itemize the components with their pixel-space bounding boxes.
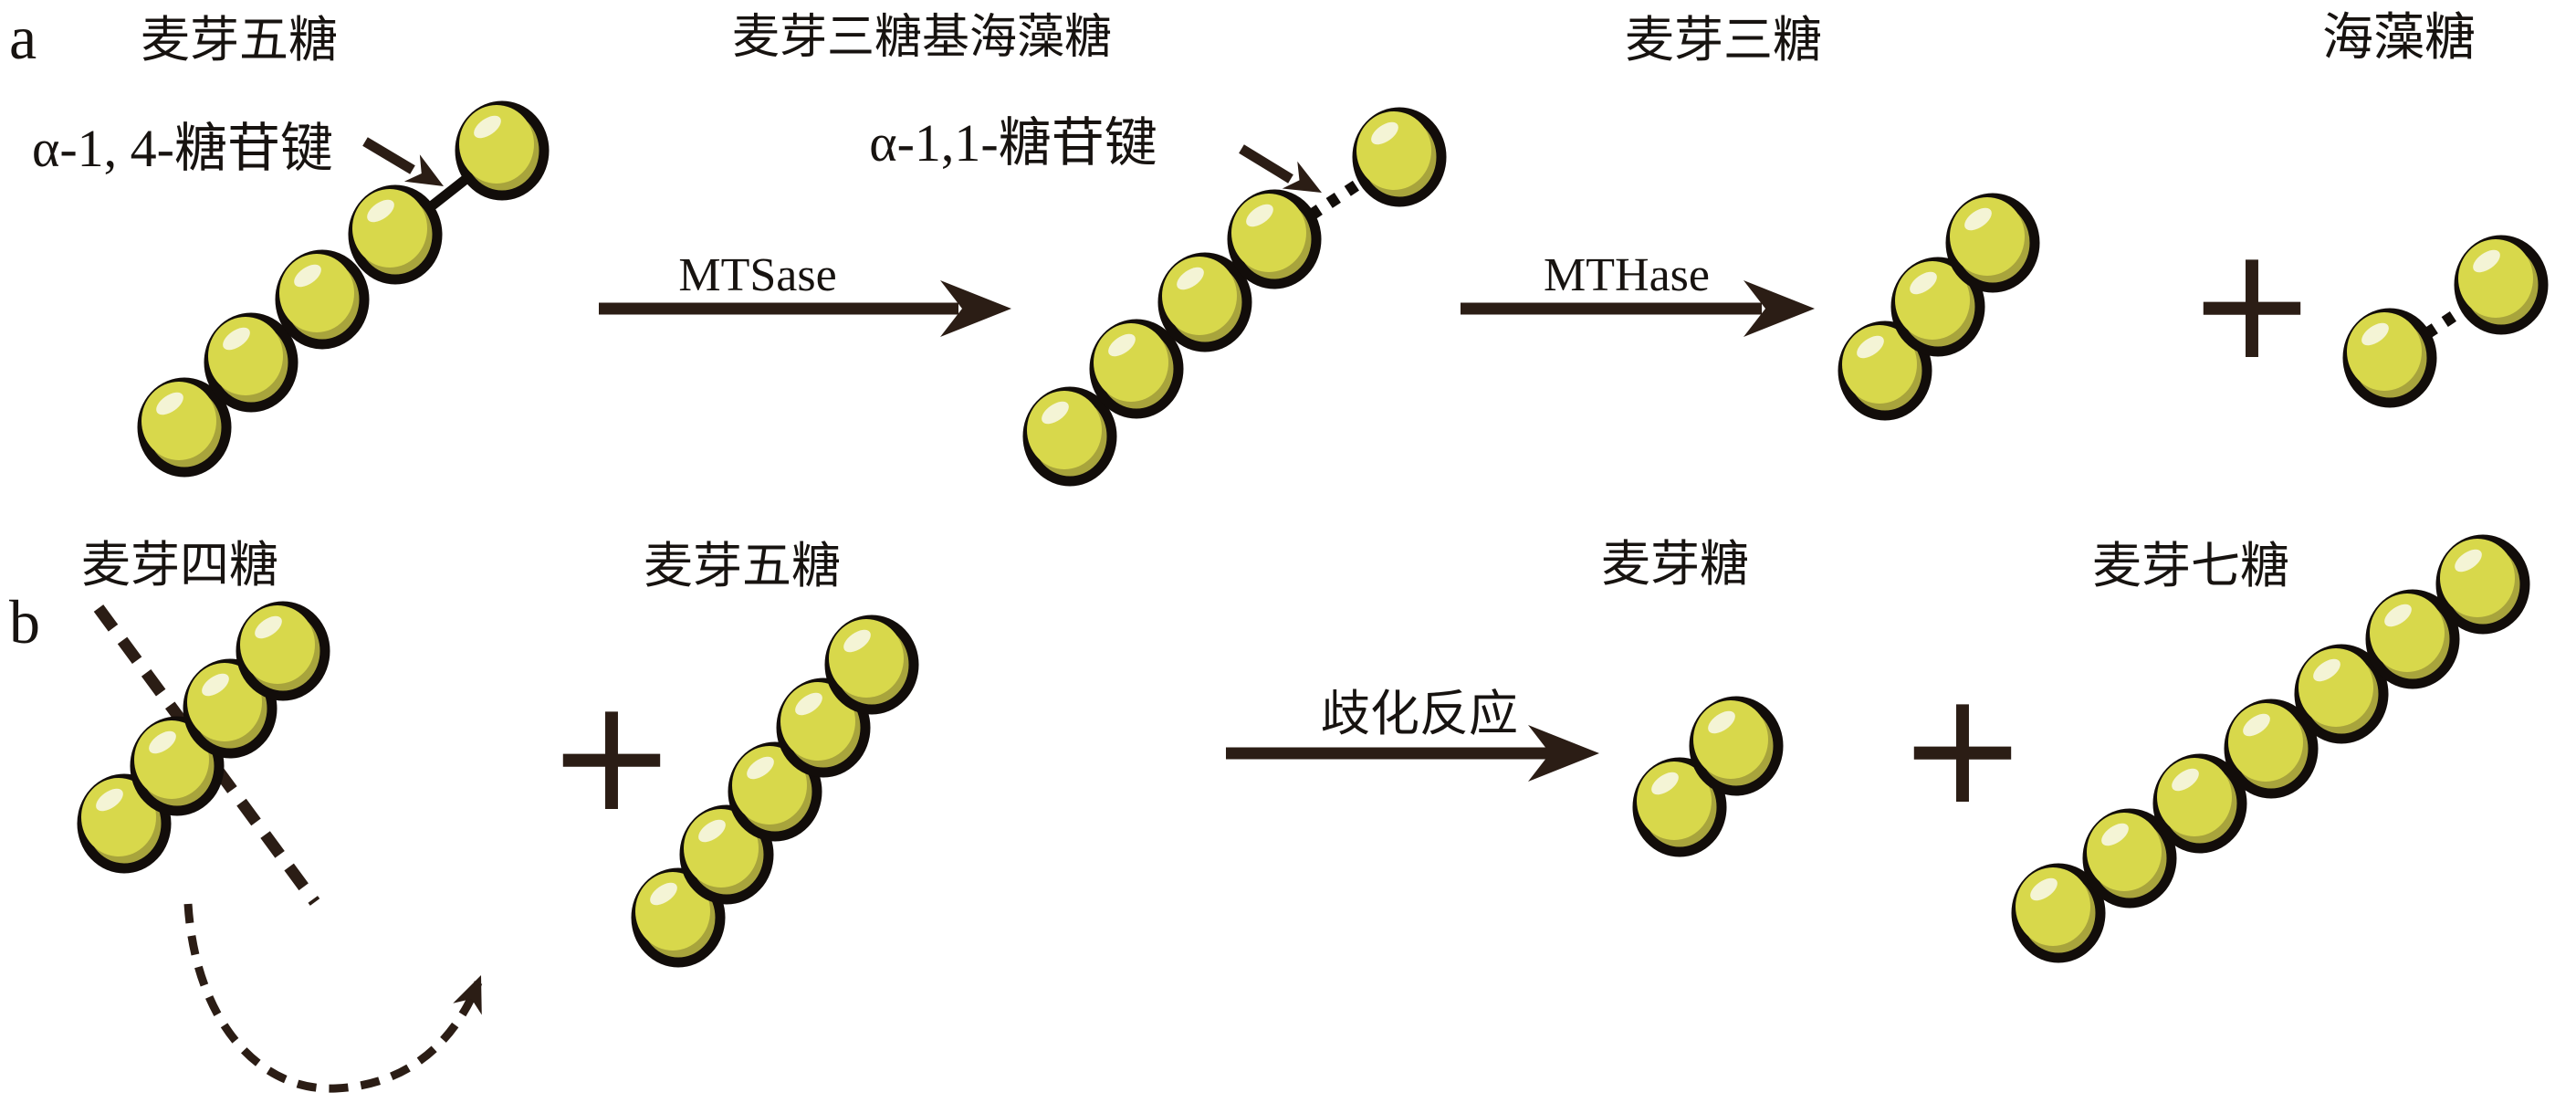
sugar-unit-icon (1890, 257, 1985, 357)
molecule-maltopentaose-a (137, 100, 550, 478)
sugar-unit-icon (455, 100, 550, 201)
maltopentaose-b-title: 麦芽五糖 (644, 539, 841, 594)
sugar-unit-icon (1089, 319, 1184, 419)
sugar-unit-icon (1945, 193, 2040, 293)
plus-sign-b2: + (1898, 658, 2027, 839)
sugar-unit-icon (776, 678, 871, 778)
sugar-unit-icon (728, 741, 822, 842)
molecule-maltotriosyltrehalose (1022, 107, 1447, 487)
sugar-unit-icon (1689, 696, 1784, 796)
sugar-unit-icon (824, 615, 919, 715)
mtsase-arrowhead-icon (940, 280, 1011, 337)
sugar-unit-icon (2011, 863, 2106, 963)
alpha-1-4-pointer-line (362, 137, 415, 174)
sugar-unit-icon (1227, 189, 1322, 289)
sugar-unit-icon (1157, 252, 1252, 352)
maltotriosyltrehalose-title: 麦芽三糖基海藻糖 (732, 12, 1112, 64)
molecule-maltopentaose-b (631, 615, 919, 968)
sugar-unit-icon (1838, 320, 1932, 421)
sugar-unit-icon (631, 867, 726, 968)
molecule-maltose (1632, 696, 1784, 857)
sugar-unit-icon (2294, 644, 2389, 744)
alpha-1-1-pointer-line (1239, 144, 1293, 184)
plus-sign-b1: + (547, 666, 676, 846)
sugar-unit-icon (2365, 589, 2460, 689)
trehalose-title: 海藻糖 (2322, 10, 2476, 67)
alpha-1-1-bond-label: α-1,1-糖苷键 (869, 113, 1157, 173)
maltotriose-title: 麦芽三糖 (1625, 13, 1822, 68)
sugar-unit-icon (1352, 107, 1447, 207)
mthase-enzyme-label: MTHase (1544, 249, 1710, 301)
transfer-dashed-curve (183, 903, 483, 1093)
maltopentaose-a-title: 麦芽五糖 (141, 13, 338, 68)
molecule-maltotetraose (77, 601, 330, 874)
maltoheptaose-title: 麦芽七糖 (2092, 539, 2289, 594)
maltotetraose-title: 麦芽四糖 (81, 538, 278, 593)
sugar-unit-icon (2152, 753, 2247, 854)
alpha-1-1-pointer-arrowhead-icon (1282, 161, 1322, 193)
panel-a-label: a (9, 3, 37, 72)
sugar-unit-icon (204, 312, 298, 413)
maltose-title: 麦芽糖 (1601, 537, 1749, 592)
plus-sign-a: + (2187, 214, 2317, 394)
sugar-unit-icon (348, 184, 443, 285)
molecule-maltoheptaose (2011, 534, 2530, 963)
molecule-layer (77, 100, 2549, 968)
alpha-1-4-bond-label: α-1, 4-糖苷键 (32, 119, 333, 178)
molecule-maltotriose (1838, 193, 2040, 421)
sugar-unit-icon (2342, 308, 2437, 408)
mtsase-enzyme-label: MTSase (678, 249, 836, 301)
sugar-unit-icon (2224, 699, 2319, 799)
sugar-unit-icon (236, 601, 330, 701)
disproportionation-arrowhead-icon (1528, 725, 1599, 782)
mthase-arrowhead-icon (1744, 280, 1815, 337)
panel-b-label: b (9, 587, 40, 657)
transfer-curve-arrowhead-icon (453, 975, 482, 1015)
sugar-unit-icon (679, 804, 774, 905)
sugar-unit-icon (1022, 386, 1117, 487)
sugar-unit-icon (2454, 235, 2549, 335)
alpha-1-4-pointer-arrowhead-icon (403, 154, 444, 186)
sugar-unit-icon (1632, 757, 1727, 857)
sugar-unit-icon (137, 377, 232, 478)
disproportionation-label: 歧化反应 (1321, 687, 1518, 741)
sugar-unit-icon (2435, 534, 2530, 635)
molecule-trehalose (2342, 235, 2549, 408)
sugar-unit-icon (275, 249, 370, 350)
sugar-unit-icon (2082, 808, 2177, 909)
